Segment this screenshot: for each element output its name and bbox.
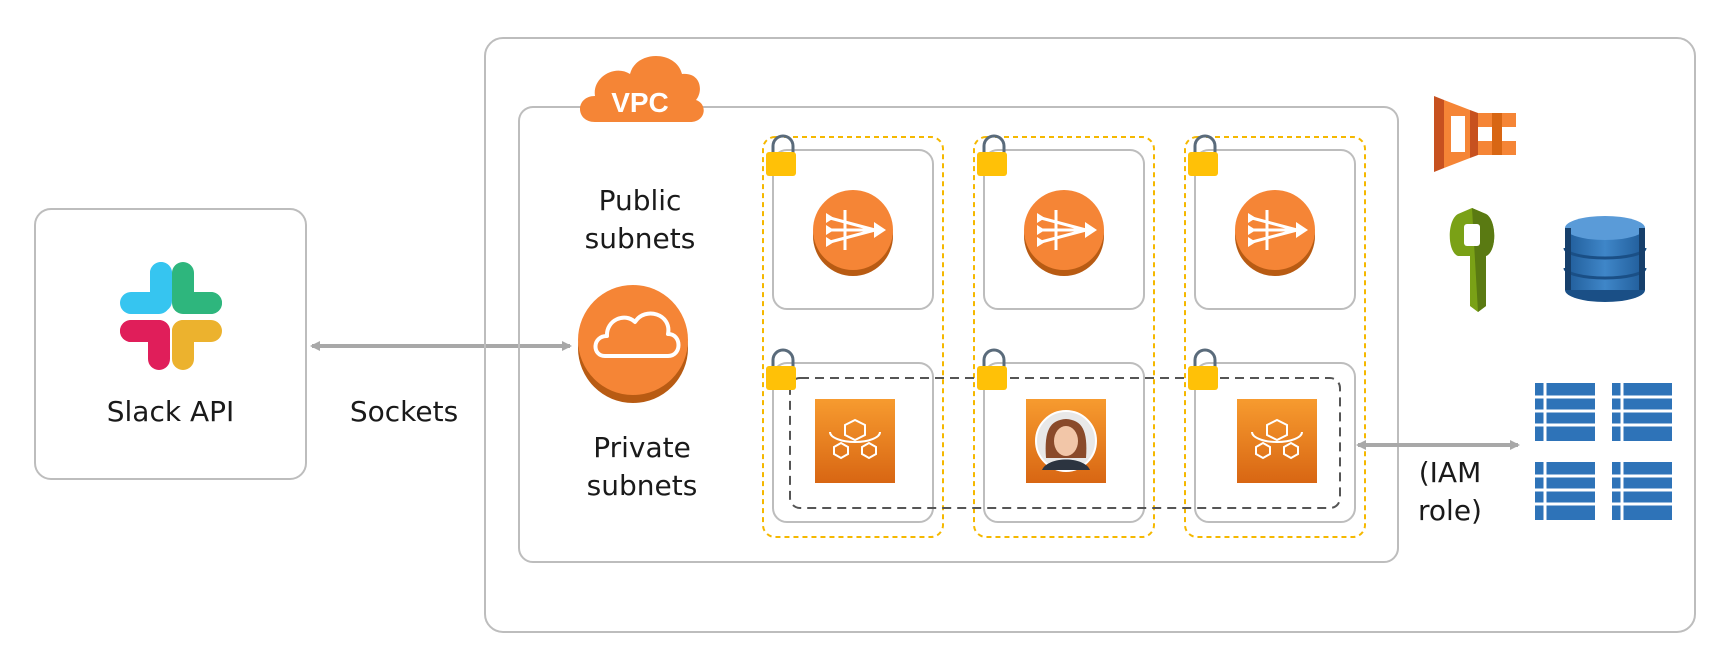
dynamodb-table-icon: [1535, 462, 1595, 520]
lock-icon: [1188, 134, 1218, 176]
slack-api-label: Slack API: [106, 395, 235, 428]
lock-icon: [977, 348, 1007, 390]
dynamodb-icon: [1563, 216, 1647, 302]
vpc-cloud-icon: [580, 56, 704, 122]
dynamodb-table-icon: [1535, 383, 1595, 441]
lock-icon: [977, 134, 1007, 176]
fargate-task-icon: [815, 399, 895, 483]
vpc-badge-text: VPC: [611, 87, 669, 118]
lock-icon: [766, 348, 796, 390]
lock-icon: [1188, 348, 1218, 390]
nat-gateway-icon: [1024, 190, 1104, 276]
az-column-1: [762, 136, 944, 538]
kms-key-icon: [1449, 208, 1495, 312]
private-subnets-label: Private subnets: [586, 431, 698, 502]
iam-role-label: (IAM role): [1418, 456, 1482, 527]
nat-gateway-icon: [1235, 190, 1315, 276]
dynamodb-table-icon: [1612, 383, 1672, 441]
lock-icon: [766, 134, 796, 176]
sockets-label: Sockets: [349, 395, 459, 428]
dynamodb-table-icon: [1612, 462, 1672, 520]
aws-account-box: [484, 37, 1696, 633]
nat-gateway-icon: [813, 190, 893, 276]
az-column-3: [1184, 136, 1366, 538]
vpc-box: [518, 106, 1399, 563]
user-avatar-icon: [1026, 399, 1106, 483]
ecs-service-box: [789, 377, 1341, 509]
slack-logo-icon: [120, 262, 222, 370]
slack-box: [34, 208, 307, 480]
public-subnets-label: Public subnets: [584, 184, 696, 255]
ecs-icon: [1434, 96, 1516, 172]
cloud-gateway-icon: [578, 285, 688, 403]
fargate-task-icon: [1237, 399, 1317, 483]
az-column-2: [973, 136, 1155, 538]
